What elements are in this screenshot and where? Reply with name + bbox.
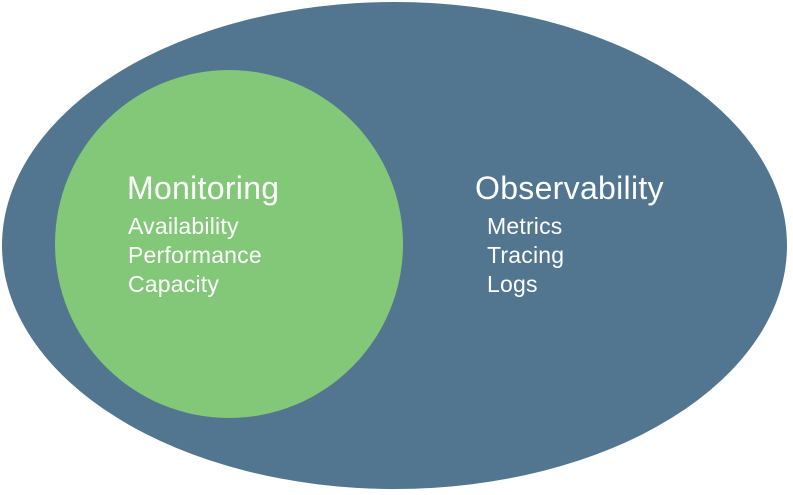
- observability-item-logs: Logs: [487, 271, 538, 297]
- monitoring-item-list: Availability Performance Capacity: [127, 212, 279, 299]
- observability-label-group: Observability Metrics Tracing Logs: [475, 170, 664, 299]
- monitoring-circle: [55, 70, 403, 418]
- observability-item-list: Metrics Tracing Logs: [475, 212, 664, 299]
- monitoring-item-availability: Availability: [128, 213, 239, 239]
- observability-item-metrics: Metrics: [487, 213, 563, 239]
- monitoring-label-group: Monitoring Availability Performance Capa…: [127, 170, 279, 299]
- monitoring-set-label: Monitoring: [127, 170, 280, 206]
- monitoring-item-performance: Performance: [128, 242, 262, 268]
- monitoring-item-capacity: Capacity: [128, 271, 220, 297]
- observability-item-tracing: Tracing: [487, 242, 565, 268]
- observability-set-label: Observability: [475, 170, 664, 206]
